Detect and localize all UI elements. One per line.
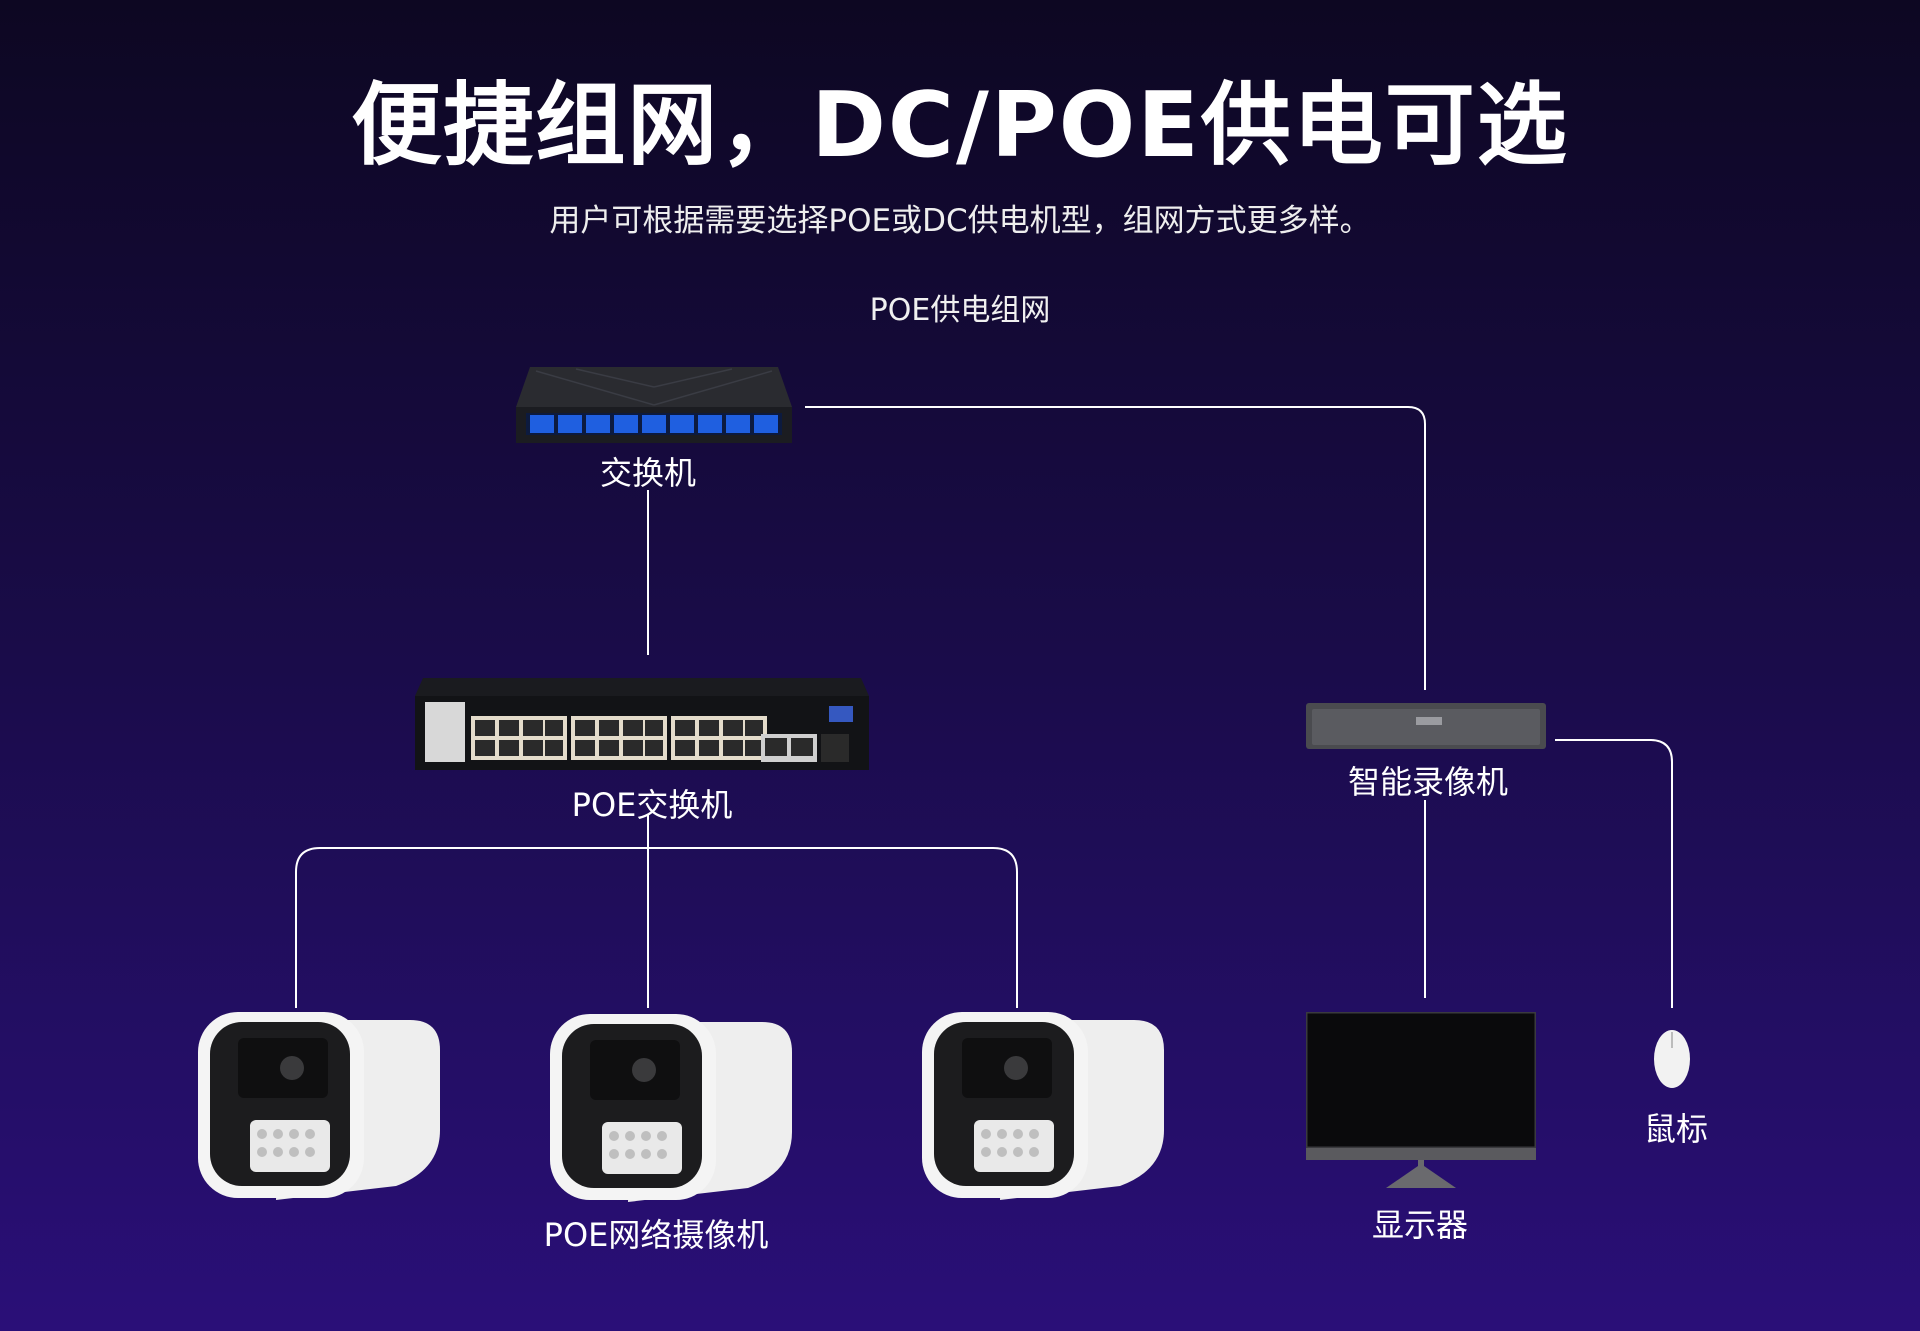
monitor-label: 显示器 xyxy=(1371,1206,1469,1244)
switch-label: 交换机 xyxy=(599,454,697,492)
line-poe-switch-to-camera-3 xyxy=(648,847,1018,1008)
poe-switch-label: POE交换机 xyxy=(571,786,733,824)
bullet-camera-icon xyxy=(198,1012,440,1200)
line-nvr-to-mouse xyxy=(1555,739,1673,1008)
monitor-icon xyxy=(1306,1012,1536,1188)
network-switch-icon xyxy=(516,367,792,443)
poe-switch-icon xyxy=(415,678,869,770)
mouse-label: 鼠标 xyxy=(1643,1110,1709,1148)
bullet-camera-icon xyxy=(922,1012,1164,1200)
mouse-icon xyxy=(1654,1030,1690,1088)
nvr-icon xyxy=(1306,703,1546,749)
line-poe-switch-to-camera-1 xyxy=(295,815,649,1008)
page-subtitle: 用户可根据需要选择POE或DC供电机型，组网方式更多样。 xyxy=(549,203,1371,239)
line-switch-to-nvr xyxy=(805,406,1426,690)
bullet-camera-icon xyxy=(550,1014,792,1202)
diagram-section-title: POE供电组网 xyxy=(869,293,1051,328)
page-title: 便捷组网，DC/POE供电可选 xyxy=(351,73,1569,178)
nvr-label: 智能录像机 xyxy=(1347,763,1509,801)
cameras-label: POE网络摄像机 xyxy=(543,1216,769,1254)
